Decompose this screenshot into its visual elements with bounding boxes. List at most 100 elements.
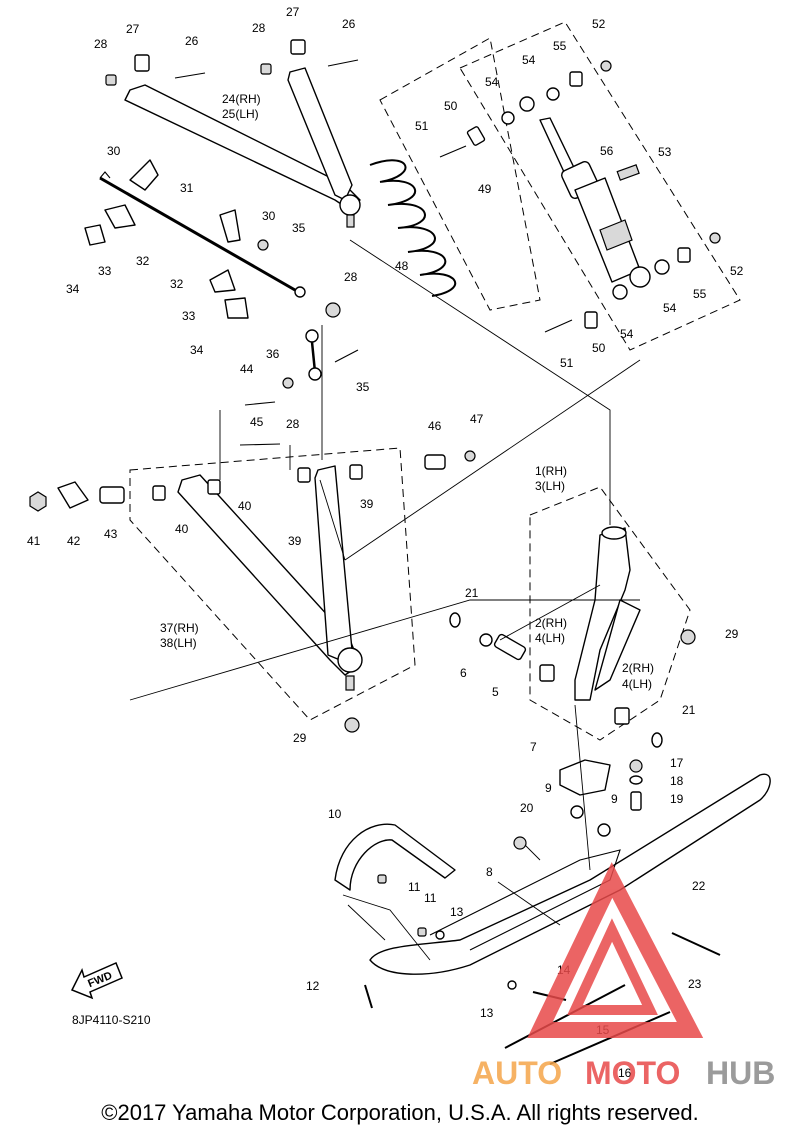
label-18: 18 xyxy=(670,774,684,788)
label-54c: 54 xyxy=(663,301,677,315)
label-11b: 11 xyxy=(424,891,437,905)
label-36: 36 xyxy=(266,347,280,361)
watermark-moto: MOTO xyxy=(585,1055,680,1091)
automotohub-watermark: AUTO MOTO HUB xyxy=(472,862,775,1091)
diagram-code: 8JP4110-S210 xyxy=(72,1013,151,1027)
upper-a-arm xyxy=(124,67,361,228)
callout-labels: 27 28 26 27 28 26 24(RH) 25(LH) 30 31 30… xyxy=(27,5,744,1080)
label-28c: 28 xyxy=(344,270,358,284)
label-5: 5 xyxy=(492,685,499,699)
label-24: 24(RH) xyxy=(222,92,261,106)
label-44: 44 xyxy=(240,362,254,376)
label-32b: 32 xyxy=(170,277,184,291)
label-4a: 4(LH) xyxy=(535,631,565,645)
label-1: 1(RH) xyxy=(535,464,567,478)
label-46: 46 xyxy=(428,419,442,433)
label-28d: 28 xyxy=(286,417,300,431)
label-34a: 34 xyxy=(66,282,80,296)
lower-arm-hardware xyxy=(29,401,476,512)
stabilizer-brackets xyxy=(84,159,269,319)
stabilizer-bar xyxy=(99,171,341,318)
label-9b: 9 xyxy=(611,792,618,806)
label-33a: 33 xyxy=(98,264,112,278)
label-8: 8 xyxy=(486,865,493,879)
label-2b: 2(RH) xyxy=(622,661,654,675)
label-6: 6 xyxy=(460,666,467,680)
label-27b: 27 xyxy=(286,5,300,19)
label-56: 56 xyxy=(600,144,614,158)
ski-spindle xyxy=(574,526,641,701)
label-41: 41 xyxy=(27,534,41,548)
label-21b: 21 xyxy=(682,703,696,717)
label-42: 42 xyxy=(67,534,81,548)
label-48: 48 xyxy=(395,259,409,273)
label-26b: 26 xyxy=(342,17,356,31)
label-26a: 26 xyxy=(185,34,199,48)
label-13b: 13 xyxy=(480,1006,494,1020)
lower-a-arm xyxy=(177,465,363,691)
label-16: 16 xyxy=(618,1066,632,1080)
label-19: 19 xyxy=(670,792,684,806)
label-55a: 55 xyxy=(553,39,567,53)
label-51b: 51 xyxy=(560,356,574,370)
label-30b: 30 xyxy=(262,209,276,223)
label-29a: 29 xyxy=(293,731,307,745)
spindle-group-outline xyxy=(529,486,691,741)
label-21a: 21 xyxy=(465,586,479,600)
label-25: 25(LH) xyxy=(222,107,259,121)
label-52b: 52 xyxy=(730,264,744,278)
label-54b: 54 xyxy=(522,53,536,67)
watermark-auto: AUTO xyxy=(472,1055,562,1091)
label-50b: 50 xyxy=(592,341,606,355)
shock-hardware xyxy=(439,60,721,333)
label-51a: 51 xyxy=(415,119,429,133)
copyright-notice: ©2017 Yamaha Motor Corporation, U.S.A. A… xyxy=(101,1100,699,1125)
label-11a: 11 xyxy=(408,880,421,894)
label-33b: 33 xyxy=(182,309,196,323)
label-52a: 52 xyxy=(592,17,606,31)
label-47: 47 xyxy=(470,412,484,426)
label-49: 49 xyxy=(478,182,492,196)
label-28a: 28 xyxy=(94,37,108,51)
ski-hardware xyxy=(334,759,721,1065)
label-30a: 30 xyxy=(107,144,121,158)
fwd-arrow: FWD xyxy=(70,962,123,1000)
shock-group-outline-outer xyxy=(379,37,541,311)
lower-arm-group-outline xyxy=(129,447,416,721)
coil-spring xyxy=(369,159,457,297)
label-53: 53 xyxy=(658,145,672,159)
label-20: 20 xyxy=(520,801,534,815)
label-23: 23 xyxy=(688,977,702,991)
label-13a: 13 xyxy=(450,905,464,919)
label-7: 7 xyxy=(530,740,537,754)
label-40a: 40 xyxy=(238,499,252,513)
label-27a: 27 xyxy=(126,22,140,36)
shock-absorber xyxy=(539,117,651,288)
label-34b: 34 xyxy=(190,343,204,357)
ski xyxy=(369,759,771,975)
label-28b: 28 xyxy=(252,21,266,35)
label-4b: 4(LH) xyxy=(622,677,652,691)
label-37: 37(RH) xyxy=(160,621,199,635)
label-2a: 2(RH) xyxy=(535,616,567,630)
label-40b: 40 xyxy=(175,522,189,536)
label-22: 22 xyxy=(692,879,706,893)
label-17: 17 xyxy=(670,756,684,770)
label-32a: 32 xyxy=(136,254,150,268)
label-10: 10 xyxy=(328,807,342,821)
label-31: 31 xyxy=(180,181,194,195)
label-55b: 55 xyxy=(693,287,707,301)
label-29b: 29 xyxy=(725,627,739,641)
label-35b: 35 xyxy=(356,380,370,394)
leader-lines xyxy=(129,239,641,961)
upper-arm-hardware xyxy=(105,39,359,86)
label-9a: 9 xyxy=(545,781,552,795)
label-54d: 54 xyxy=(620,327,634,341)
label-39b: 39 xyxy=(288,534,302,548)
shock-group-outline xyxy=(459,21,741,351)
label-50a: 50 xyxy=(444,99,458,113)
label-45: 45 xyxy=(250,415,264,429)
label-3: 3(LH) xyxy=(535,479,565,493)
label-38: 38(LH) xyxy=(160,636,197,650)
